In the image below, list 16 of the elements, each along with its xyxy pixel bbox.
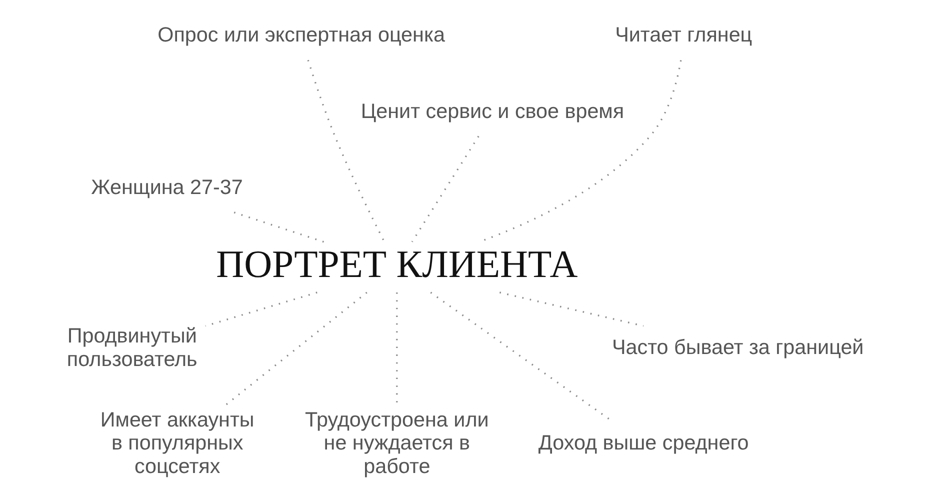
node-text: Ценит сервис и свое время	[360, 100, 624, 123]
connector	[224, 292, 368, 406]
node-text: Часто бывает за границей	[612, 336, 864, 360]
connector	[205, 292, 318, 327]
node-text: Трудоустроена или не нуждается в работе	[305, 408, 489, 478]
node-text: Опрос или экспертная оценка	[158, 24, 445, 47]
connector	[411, 136, 480, 242]
connector	[499, 292, 644, 327]
connector	[234, 212, 324, 243]
node-text: Читает глянец	[615, 24, 752, 47]
node-text: Женщина 27-37	[91, 176, 243, 199]
connector	[307, 60, 386, 242]
node-text: ПОРТРЕТ КЛИЕНТА	[216, 242, 578, 286]
node-text: Продвинутый пользователь	[66, 324, 198, 371]
node-text: Доход выше среднего	[538, 432, 749, 455]
node-text: Имеет аккаунты в популярных соцсетях	[100, 408, 254, 478]
